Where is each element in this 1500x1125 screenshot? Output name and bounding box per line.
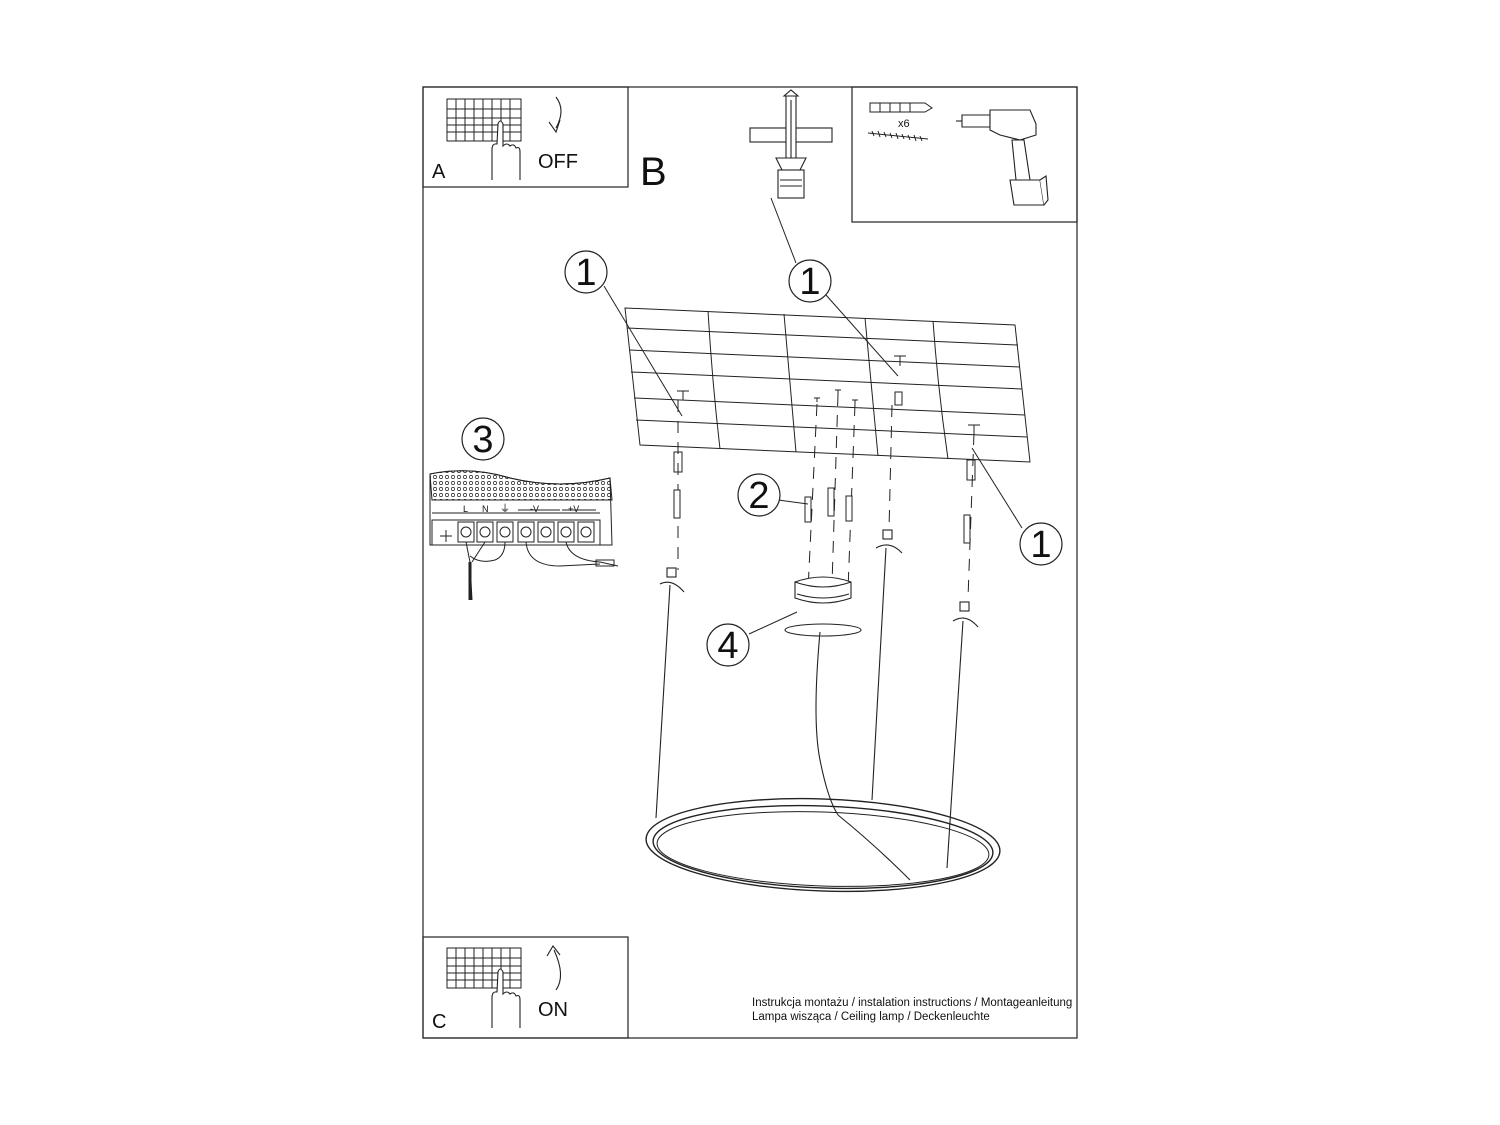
terminal-minus-label: -V <box>530 504 539 514</box>
callout-1c: 1 <box>1019 522 1063 566</box>
svg-text:1: 1 <box>575 252 596 294</box>
terminal-earth-label: ⏚ <box>500 503 510 515</box>
svg-text:2: 2 <box>748 475 769 517</box>
panel-b-letter: B <box>640 150 667 194</box>
callout-leaders <box>603 197 1023 635</box>
panel-c-letter: C <box>432 1011 446 1033</box>
outer-frame <box>422 86 1078 1039</box>
dashed-guides <box>677 393 975 599</box>
svg-text:1: 1 <box>1030 524 1051 566</box>
callout-4: 4 <box>706 623 750 667</box>
panel-a-letter: A <box>432 161 446 183</box>
breaker-icon <box>446 947 522 989</box>
callout-1a: 1 <box>564 250 608 294</box>
on-label: ON <box>538 999 568 1021</box>
svg-text:4: 4 <box>717 625 738 667</box>
panel-a: A OFF <box>422 86 629 188</box>
svg-text:3: 3 <box>472 419 493 461</box>
tools-panel: x6 <box>851 86 1078 223</box>
drill-icon <box>956 109 1049 206</box>
panel-c: C ON <box>422 936 629 1039</box>
footer-line-1: Instrukcja montażu / instalation instruc… <box>752 997 1073 1009</box>
callout-2: 2 <box>737 473 781 517</box>
terminal-plus-label: +V <box>568 504 579 514</box>
quantity-label: x6 <box>898 118 910 130</box>
callout-1b: 1 <box>788 259 832 303</box>
ceiling-fixings <box>673 355 980 481</box>
terminal-l-label: L <box>463 504 468 514</box>
anchor-detail-icon <box>749 89 833 199</box>
svg-text:1: 1 <box>799 261 820 303</box>
wall-plugs <box>673 487 971 544</box>
screw-icon <box>867 130 929 142</box>
dowel-icon <box>869 102 933 113</box>
terminal-block <box>429 470 619 601</box>
footer-line-2: Lampa wisząca / Ceiling lamp / Deckenleu… <box>752 1011 990 1023</box>
suspension-cables <box>655 529 979 869</box>
hand-icon <box>491 120 521 180</box>
ring-lamp <box>645 797 1001 893</box>
breaker-icon <box>446 98 522 142</box>
callout-3: 3 <box>461 417 505 461</box>
ceiling-plane <box>624 307 1031 463</box>
hand-icon <box>491 968 521 1028</box>
arrow-up-icon <box>553 949 562 991</box>
arrow-down-icon <box>555 96 562 129</box>
terminal-n-label: N <box>482 504 489 514</box>
off-label: OFF <box>538 151 578 173</box>
canopy <box>784 576 862 816</box>
